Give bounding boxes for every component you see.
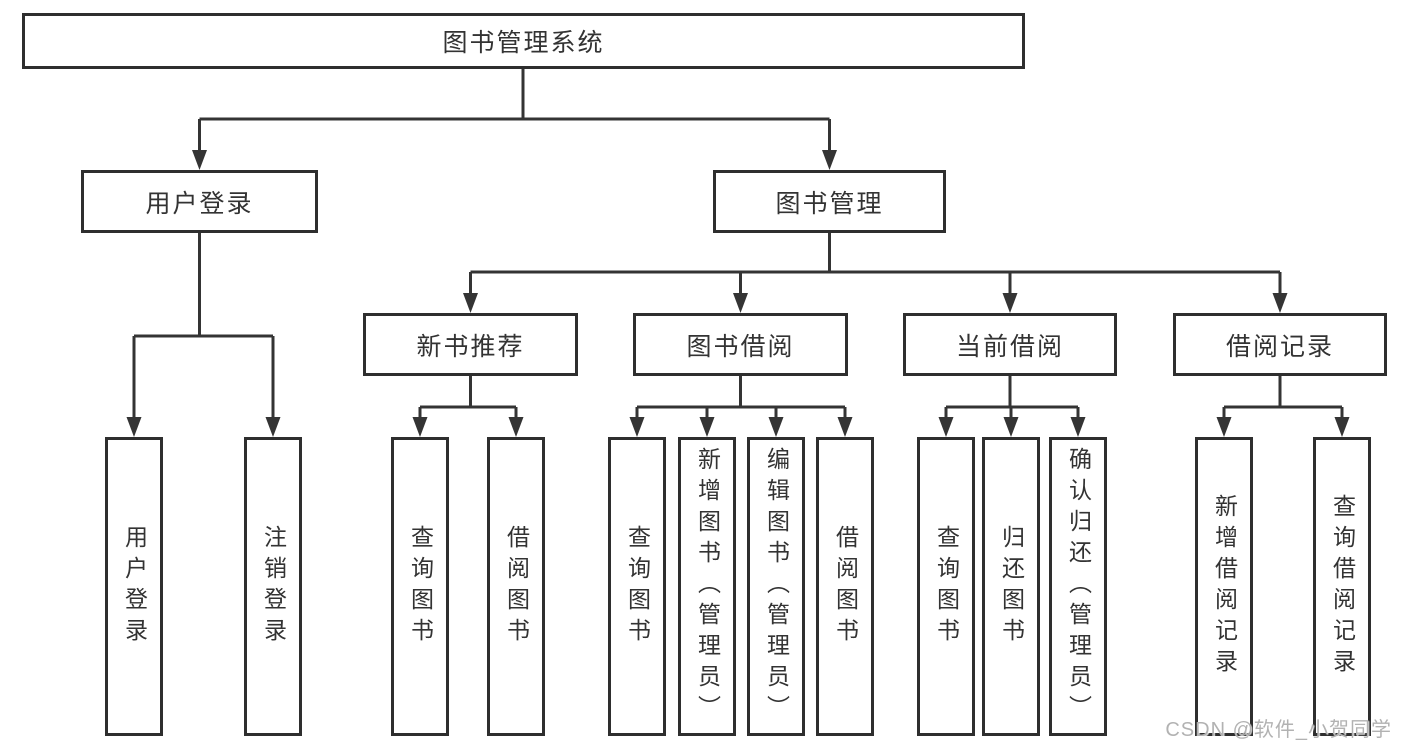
leaf-query-borrow-record: 查询借阅记录 [1313,437,1371,736]
leaf-query-books-current: 查询图书 [917,437,975,736]
leaf-query-books-borrowing: 查询图书 [608,437,666,736]
leaf-return-books: 归还图书 [982,437,1040,736]
node-root: 图书管理系统 [22,13,1025,69]
node-new-book-recommend: 新书推荐 [363,313,578,376]
leaf-edit-books-admin: 编辑图书（管理员） [747,437,805,736]
leaf-logout: 注销登录 [244,437,302,736]
leaf-add-books-admin: 新增图书（管理员） [678,437,736,736]
node-book-management: 图书管理 [713,170,946,233]
leaf-confirm-return-admin: 确认归还（管理员） [1049,437,1107,736]
node-user-login: 用户登录 [81,170,318,233]
leaf-borrow-books-recommend: 借阅图书 [487,437,545,736]
node-current-borrowing: 当前借阅 [903,313,1117,376]
leaf-add-borrow-record: 新增借阅记录 [1195,437,1253,736]
leaf-user-login: 用户登录 [105,437,163,736]
leaf-borrow-books: 借阅图书 [816,437,874,736]
leaf-query-books-recommend: 查询图书 [391,437,449,736]
node-book-borrowing: 图书借阅 [633,313,848,376]
watermark: CSDN @软件_小贺同学 [1165,719,1392,741]
node-borrowing-records: 借阅记录 [1173,313,1387,376]
